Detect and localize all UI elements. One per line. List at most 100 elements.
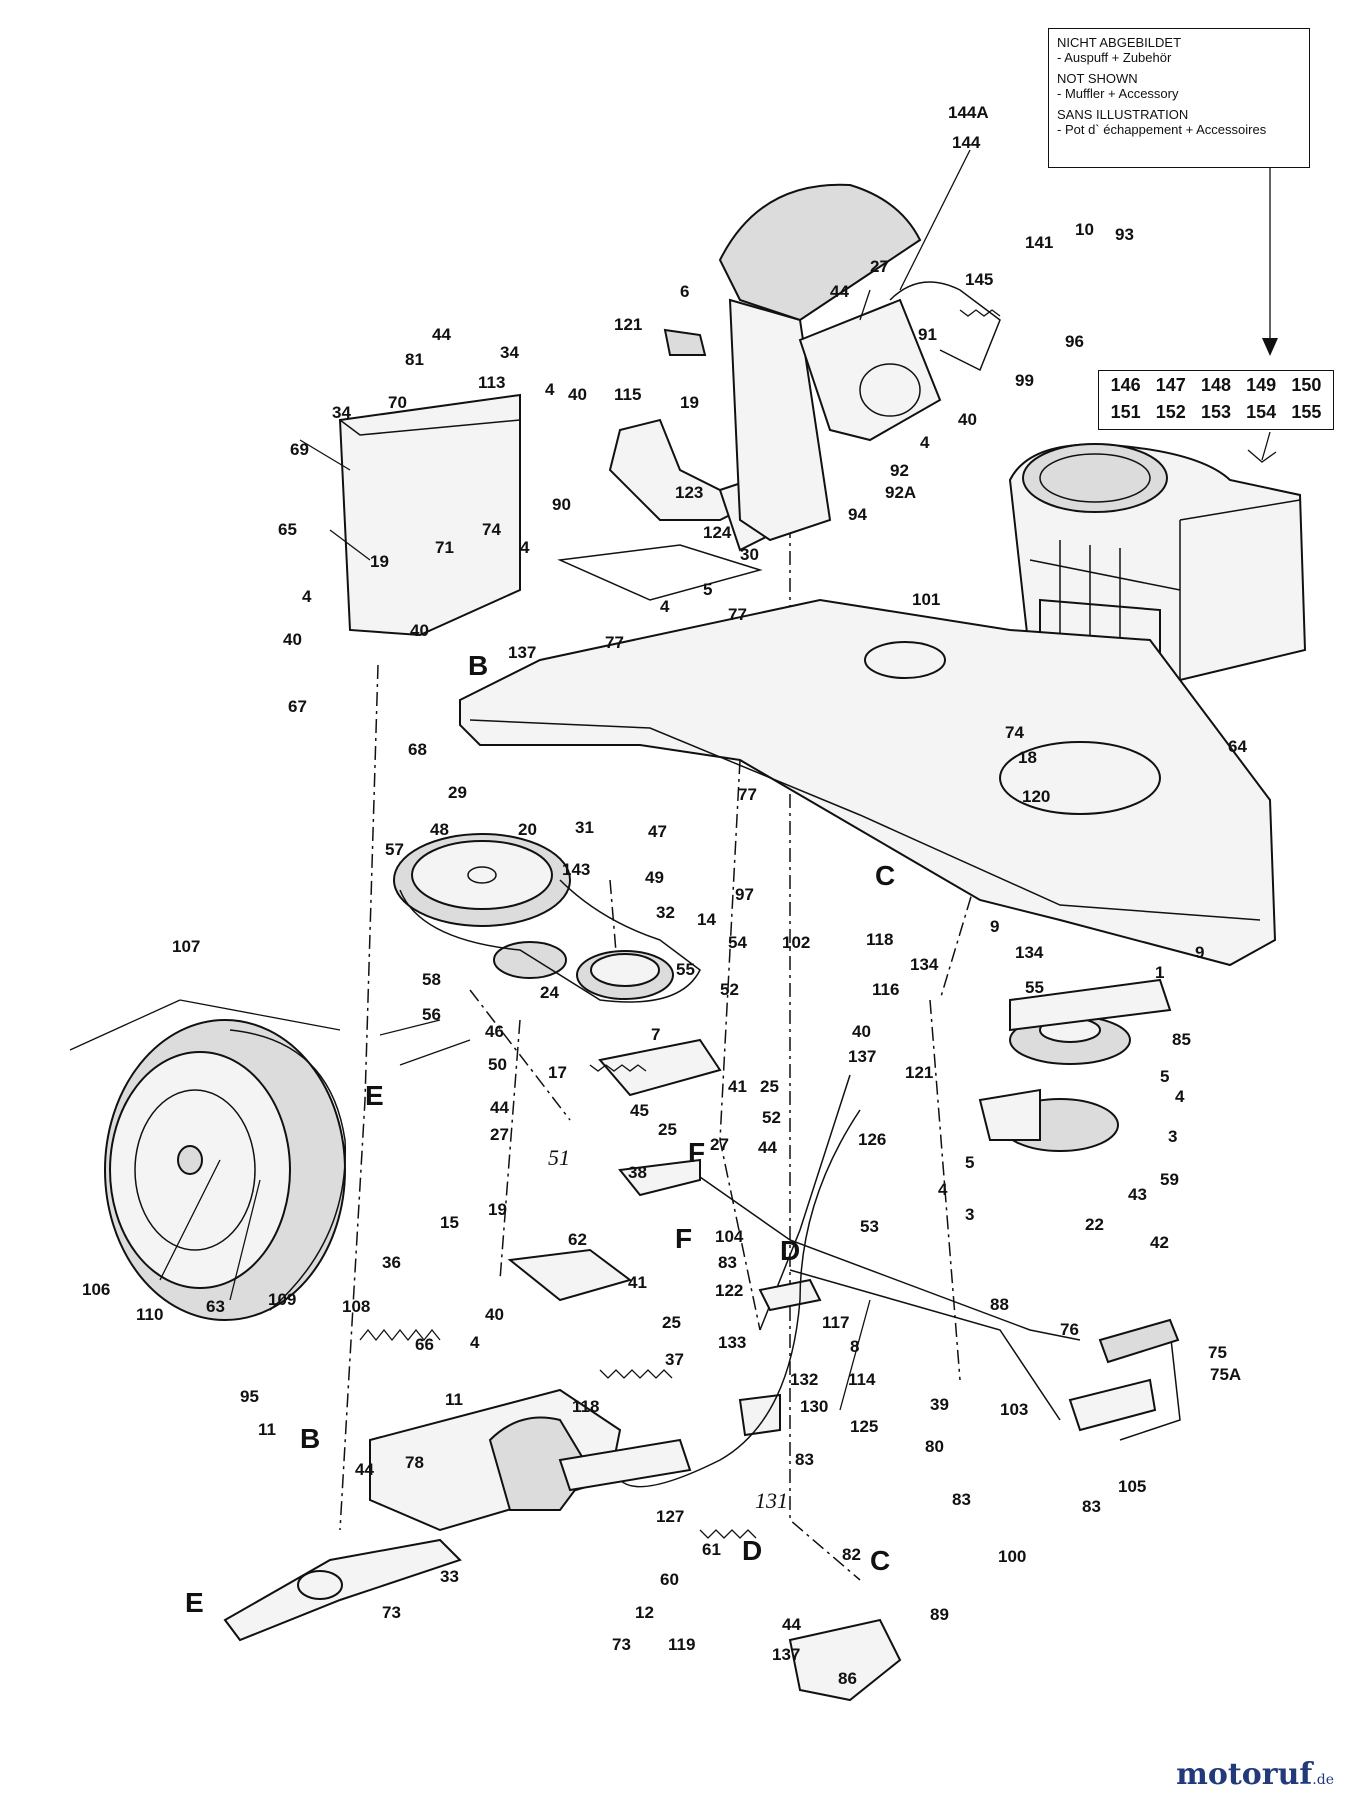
label-64: 64 (1228, 737, 1247, 756)
label-118b: 118 (572, 1397, 599, 1416)
reference-numbers-box: 146 147 148 149 150 151 152 153 154 155 (1098, 370, 1334, 430)
reference-row-1: 146 147 148 149 150 (1099, 371, 1333, 398)
label-32: 32 (656, 903, 675, 922)
label-143: 143 (562, 860, 590, 879)
label-44: 44 (830, 282, 849, 301)
label-44b: 44 (432, 325, 451, 344)
label-b-top: B (468, 650, 488, 681)
brand-name: motoruf (1176, 1757, 1313, 1792)
label-108: 108 (342, 1297, 370, 1316)
label-55b: 55 (1025, 978, 1044, 997)
label-102: 102 (782, 933, 810, 952)
label-12: 12 (635, 1603, 654, 1622)
label-44c: 44 (490, 1098, 509, 1117)
label-86: 86 (838, 1669, 857, 1688)
label-101: 101 (912, 590, 940, 609)
brand-logo[interactable]: motoruf.de (1176, 1757, 1334, 1792)
label-31: 31 (575, 818, 594, 837)
label-9: 9 (990, 917, 999, 936)
label-69: 69 (290, 440, 309, 459)
dashboard (663, 183, 1001, 542)
label-68: 68 (408, 740, 427, 759)
label-39: 39 (930, 1395, 949, 1414)
label-d-mid: D (780, 1235, 800, 1266)
label-117: 117 (822, 1313, 849, 1332)
label-144a: 144A (948, 103, 989, 122)
label-74b: 74 (1005, 723, 1024, 742)
label-4b: 4 (545, 380, 555, 399)
note-de-item: - Auspuff + Zubehör (1057, 50, 1172, 65)
label-76: 76 (1060, 1320, 1079, 1339)
label-25b: 25 (658, 1120, 677, 1139)
label-34b: 34 (332, 403, 351, 422)
label-4g: 4 (938, 1180, 948, 1199)
ref-154: 154 (1246, 402, 1277, 422)
brand-tld: .de (1312, 1772, 1334, 1788)
label-54: 54 (728, 933, 747, 952)
not-shown-note: NICHT ABGEBILDET - Auspuff + Zubehör NOT… (1048, 28, 1310, 168)
ref-151: 151 (1110, 402, 1141, 422)
label-55: 55 (676, 960, 695, 979)
label-c-mid: C (875, 860, 895, 891)
label-82: 82 (842, 1545, 861, 1564)
label-7: 7 (651, 1025, 660, 1044)
label-63: 63 (206, 1297, 225, 1316)
label-133: 133 (718, 1333, 746, 1352)
label-f-mid: F (688, 1137, 705, 1168)
label-83: 83 (718, 1253, 737, 1272)
label-89: 89 (930, 1605, 949, 1624)
label-113: 113 (478, 373, 505, 392)
label-85: 85 (1172, 1030, 1191, 1049)
label-93: 93 (1115, 225, 1134, 244)
label-4d: 4 (660, 597, 670, 616)
label-27c: 27 (710, 1135, 729, 1154)
label-24: 24 (540, 983, 559, 1002)
label-4: 4 (920, 433, 930, 452)
label-121b: 121 (905, 1063, 933, 1082)
label-137: 137 (508, 643, 536, 662)
label-81: 81 (405, 350, 424, 369)
note-en-item: - Muffler + Accessory (1057, 86, 1179, 101)
label-5b: 5 (1160, 1067, 1169, 1086)
label-19c: 19 (488, 1200, 507, 1219)
label-137b: 137 (848, 1047, 876, 1066)
label-83c: 83 (1082, 1497, 1101, 1516)
label-19b: 19 (370, 552, 389, 571)
label-58: 58 (422, 970, 441, 989)
label-104: 104 (715, 1227, 744, 1246)
label-4f: 4 (1175, 1087, 1185, 1106)
label-88: 88 (990, 1295, 1009, 1314)
label-80: 80 (925, 1437, 944, 1456)
label-144: 144 (952, 133, 981, 152)
label-40d: 40 (410, 621, 429, 640)
label-38: 38 (628, 1163, 647, 1182)
label-73: 73 (382, 1603, 401, 1622)
label-134: 134 (910, 955, 939, 974)
label-40f: 40 (485, 1305, 504, 1324)
label-25: 25 (760, 1077, 779, 1096)
label-9b: 9 (1195, 943, 1204, 962)
label-4c: 4 (520, 538, 530, 557)
label-59: 59 (1160, 1170, 1179, 1189)
label-115: 115 (614, 385, 641, 404)
label-11b: 11 (258, 1420, 276, 1439)
ref-155: 155 (1291, 402, 1322, 422)
label-83b: 83 (795, 1450, 814, 1469)
label-137c: 137 (772, 1645, 800, 1664)
label-90: 90 (552, 495, 571, 514)
label-131: 131 (755, 1488, 788, 1513)
leader-lines (69, 149, 971, 1411)
reference-row-2: 151 152 153 154 155 (1099, 398, 1333, 425)
springs (359, 309, 1001, 1539)
note-arrow (1247, 168, 1278, 463)
label-132: 132 (790, 1370, 818, 1389)
label-49: 49 (645, 868, 664, 887)
linkages (507, 1038, 1081, 1702)
label-107: 107 (172, 937, 200, 956)
label-61: 61 (702, 1540, 721, 1559)
label-99: 99 (1015, 371, 1034, 390)
label-62: 62 (568, 1230, 587, 1249)
label-30: 30 (740, 545, 759, 564)
note-fr-title: SANS ILLUSTRATION (1057, 107, 1189, 122)
